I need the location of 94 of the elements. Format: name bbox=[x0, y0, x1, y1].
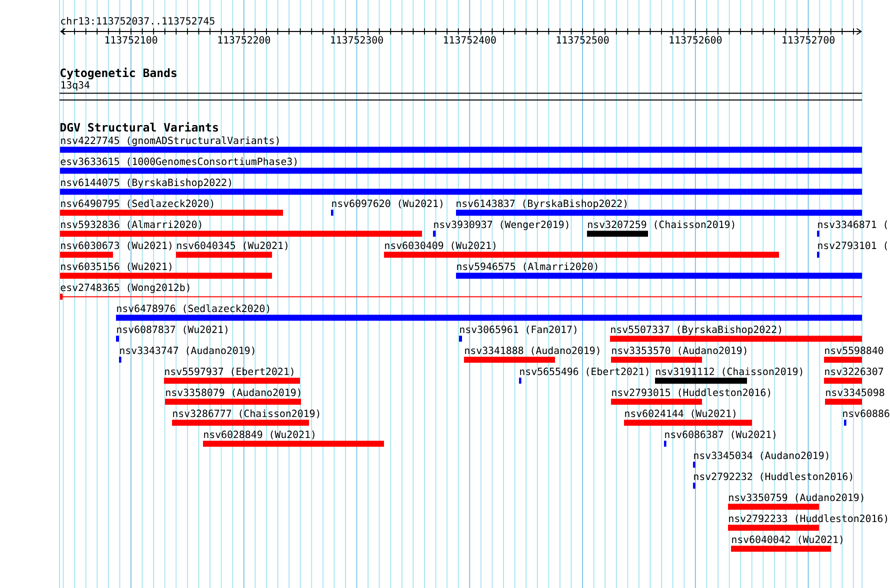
track-title: Cytogenetic Bands bbox=[60, 68, 176, 80]
feature-bar: nsv6144075 (ByrskaBishop2022) bbox=[60, 178, 862, 195]
feature-bar: nsv3346871 ( bbox=[817, 220, 888, 237]
feature-bar: nsv3353570 (Audano2019) bbox=[611, 346, 746, 363]
node-label: nsv5946575 (Almarri2020) bbox=[457, 262, 598, 272]
feature-bar: nsv3065961 (Fan2017) bbox=[459, 326, 576, 342]
node-label: nsv6097620 (Wu2021) bbox=[332, 199, 442, 208]
feature-bar: esv3633615 (1000GenomesConsortiumPhase3) bbox=[60, 158, 862, 174]
node-label: nsv3346871 ( bbox=[818, 220, 888, 230]
feature-bar: nsv3191112 (Chaisson2019) bbox=[655, 368, 802, 384]
feature-bar: nsv6087837 (Wu2021) bbox=[116, 326, 228, 342]
node-label: nsv2793101 ( bbox=[818, 241, 888, 250]
feature-bar: nsv5655496 (Ebert2021) bbox=[519, 368, 648, 384]
node-label: nsv5598840 bbox=[825, 346, 884, 354]
node-label: nsv3350759 (Audano2019) bbox=[729, 493, 864, 502]
feature-bar: nsv2793101 ( bbox=[817, 242, 888, 258]
feature-bar: nsv6040042 (Wu2021) bbox=[731, 536, 842, 552]
node-label: nsv4227745 (gnomADStructuralVariants) bbox=[61, 136, 279, 146]
tick-label: 113752500 bbox=[556, 36, 609, 44]
node-label: nsv3191112 (Chaisson2019) bbox=[656, 367, 802, 376]
node-label: nsv6478976 (Sedlazeck2020) bbox=[117, 304, 270, 314]
feature-bar: nsv6030409 (Wu2021) bbox=[384, 242, 780, 258]
node-label: esv3633615 (1000GenomesConsortiumPhase3) bbox=[60, 157, 297, 166]
node-label: nsv3345098 bbox=[826, 388, 884, 396]
feature-bar: nsv2792233 (Huddleston2016) bbox=[728, 514, 888, 531]
node-label: nsv3343747 (Audano2019) bbox=[120, 346, 254, 356]
feature-bar: nsv3226307 bbox=[824, 368, 884, 384]
node-label: nsv6040345 (Wu2021) bbox=[177, 241, 288, 250]
feature-bar: nsv3207259 (Chaisson2019) bbox=[587, 220, 734, 237]
node-label: nsv3341888 (Audano2019) bbox=[465, 346, 600, 356]
feature-bar: nsv6097620 (Wu2021) bbox=[331, 200, 442, 216]
node-label: nsv2793015 (Huddleston2016) bbox=[612, 388, 770, 398]
node-label: nsv6143837 (ByrskaBishop2022) bbox=[456, 199, 626, 210]
node-label: nsv5932836 (Almarri2020) bbox=[61, 220, 202, 230]
feature-bar: nsv2793015 (Huddleston2016) bbox=[611, 388, 770, 405]
node-label: nsv3226307 bbox=[825, 368, 884, 376]
feature-bar: nsv3341888 (Audano2019) bbox=[464, 346, 600, 363]
feature-bar: nsv60886 bbox=[843, 410, 890, 426]
feature-bar: nsv5598840 bbox=[824, 346, 884, 363]
node-label: nsv6087837 (Wu2021) bbox=[117, 325, 228, 334]
feature-bar: nsv5597937 (Ebert2021) bbox=[164, 368, 300, 384]
tick-label: 113752700 bbox=[782, 36, 834, 44]
node-label: nsv3286777 (Chaisson2019) bbox=[173, 409, 320, 418]
node-label: nsv5597937 (Ebert2021) bbox=[165, 367, 294, 376]
node-label: nsv6030409 (Wu2021) bbox=[385, 241, 496, 250]
tick-label: 113752200 bbox=[218, 36, 270, 44]
node-label: nsv3358079 (Audano2019) bbox=[166, 388, 300, 398]
node-label: nsv5507337 (ByrskaBishop2022) bbox=[611, 325, 781, 336]
feature-bar: nsv5932836 (Almarri2020) bbox=[60, 220, 422, 237]
feature-bar: nsv6028849 (Wu2021) bbox=[203, 430, 384, 447]
node-label: nsv6024144 (Wu2021) bbox=[625, 409, 736, 418]
node-label: nsv3345034 (Audano2019) bbox=[694, 451, 828, 460]
tick-label: 113752600 bbox=[670, 36, 722, 44]
tick-label: 113752100 bbox=[105, 36, 158, 44]
node-label: nsv3207259 (Chaisson2019) bbox=[588, 220, 734, 230]
tick-label: 113752300 bbox=[331, 36, 383, 44]
node-label: nsv3065961 (Fan2017) bbox=[460, 325, 576, 334]
feature-bar: nsv4227745 (gnomADStructuralVariants) bbox=[60, 136, 862, 153]
feature-bar: nsv3345098 bbox=[825, 388, 884, 405]
feature-bar: nsv6030673 (Wu2021) bbox=[60, 242, 172, 258]
node-label: nsv6086387 (Wu2021) bbox=[665, 430, 776, 440]
feature-bar: nsv6490795 (Sedlazeck2020) bbox=[60, 199, 283, 216]
feature-bar: nsv6478976 (Sedlazeck2020) bbox=[116, 304, 862, 321]
feature-bar: nsv6024144 (Wu2021) bbox=[624, 410, 752, 426]
feature-bar: nsv3343747 (Audano2019) bbox=[119, 346, 254, 363]
node-label: nsv6030673 (Wu2021) bbox=[61, 241, 172, 250]
feature-bar: nsv2792232 (Huddleston2016) bbox=[693, 472, 852, 489]
feature-bar: nsv6035156 (Wu2021) bbox=[60, 262, 272, 279]
tick-label: 113752400 bbox=[444, 36, 496, 44]
feature-bar: nsv5507337 (ByrskaBishop2022) bbox=[610, 326, 862, 342]
node-label: nsv6490795 (Sedlazeck2020) bbox=[61, 199, 214, 208]
feature-bar: nsv3345034 (Audano2019) bbox=[693, 452, 828, 468]
node-label: nsv6144075 (ByrskaBishop2022) bbox=[61, 178, 231, 188]
node-label: nsv60886 bbox=[843, 410, 890, 418]
node-label: nsv3353570 (Audano2019) bbox=[612, 346, 746, 356]
feature-bar: nsv3350759 (Audano2019) bbox=[728, 494, 864, 510]
feature-bar: nsv3358079 (Audano2019) bbox=[165, 388, 301, 405]
node-label: nsv2792232 (Huddleston2016) bbox=[694, 472, 852, 482]
feature-bar: nsv3286777 (Chaisson2019) bbox=[172, 410, 320, 426]
track-title: DGV Structural Variants bbox=[60, 122, 218, 132]
node-label: nsv6040042 (Wu2021) bbox=[732, 535, 842, 544]
feature-bar: nsv6143837 (ByrskaBishop2022) bbox=[456, 200, 862, 216]
location-label: chr13:113752037..113752745 bbox=[61, 16, 214, 25]
band-label: 13q34 bbox=[61, 81, 90, 91]
node-label: nsv2792233 (Huddleston2016) bbox=[729, 514, 888, 524]
node-label: nsv5655496 (Ebert2021) bbox=[520, 367, 648, 376]
feature-line: esv2748365 (Wong2012b) bbox=[60, 284, 863, 300]
feature-bar: nsv6040345 (Wu2021) bbox=[176, 242, 288, 258]
feature-bar: nsv5946575 (Almarri2020) bbox=[456, 262, 862, 279]
node-label: nsv6028849 (Wu2021) bbox=[204, 430, 314, 440]
node-label: nsv3930937 (Wenger2019) bbox=[434, 220, 568, 230]
feature-bar: nsv6086387 (Wu2021) bbox=[664, 430, 776, 447]
feature-bar: nsv3930937 (Wenger2019) bbox=[433, 220, 568, 237]
node-label: nsv6035156 (Wu2021) bbox=[61, 262, 172, 272]
